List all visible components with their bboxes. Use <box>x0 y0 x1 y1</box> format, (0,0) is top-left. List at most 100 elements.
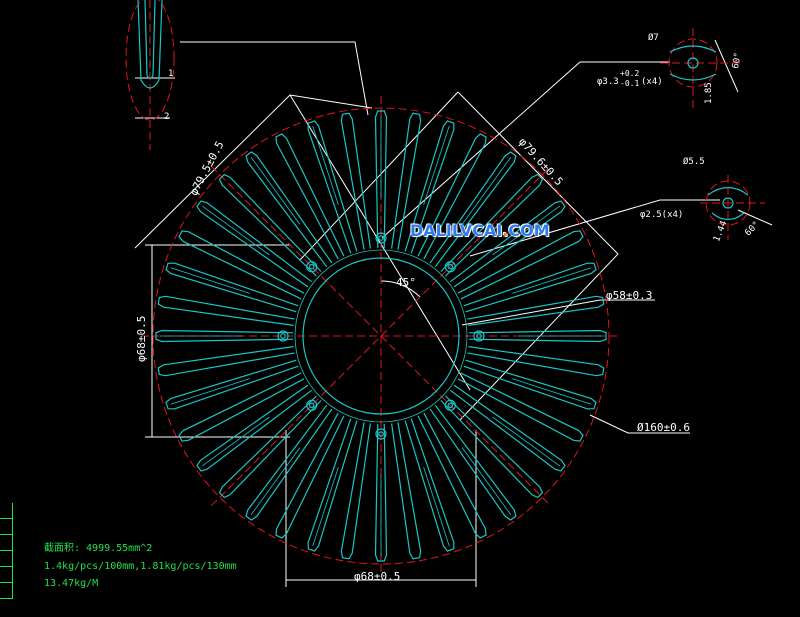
screw-hole-core-6 <box>280 333 286 339</box>
screw-hole-3 <box>444 399 456 411</box>
note-weight-per-meter: 13.47kg/M <box>44 578 99 589</box>
dim-phi68-vertical: φ68±0.5 <box>135 315 148 362</box>
centerlines <box>125 0 765 576</box>
detail-tr-hole-shape <box>669 45 717 81</box>
detail-r-hole: φ2.5(x4) <box>640 210 684 220</box>
note-section-area: 截面积: 4999.55mm^2 <box>44 543 153 554</box>
detail-tr-count: (x4) <box>641 77 663 87</box>
fin-32 <box>404 120 455 254</box>
watermark-text: DALILVCAI <box>410 221 503 240</box>
fin-38 <box>463 262 597 313</box>
fin-14 <box>245 404 333 521</box>
fin-0 <box>468 329 607 343</box>
watermark-logo: DALILVCAI.COM <box>410 221 550 240</box>
fin-split-8 <box>423 467 450 547</box>
fin-1 <box>467 346 605 377</box>
dim-arc-45 <box>380 280 421 298</box>
fin-26 <box>245 151 333 268</box>
fin-25 <box>218 173 322 277</box>
fin-split-12 <box>312 467 339 547</box>
detail-tr-hole: φ3.3 <box>597 77 619 87</box>
screw-hole-0 <box>375 232 387 244</box>
fin-29 <box>340 112 371 250</box>
dimension-lines <box>134 39 773 587</box>
detail-tr-dim-60 <box>714 39 739 93</box>
fin-split-6 <box>461 447 512 516</box>
fin-9 <box>391 422 422 560</box>
screw-hole-5 <box>306 399 318 411</box>
fin-6 <box>429 404 517 521</box>
detail-tr-circle <box>668 38 718 88</box>
screw-hole-1 <box>444 261 456 273</box>
note-weight-per-piece: 1.4kg/pcs/100mm,1.81kg/pcs/130mm <box>44 561 237 572</box>
dim-extension-79-6 <box>299 91 459 261</box>
fin-split-38 <box>512 267 592 294</box>
fin-35 <box>440 173 544 277</box>
fin-16 <box>196 384 313 472</box>
fin-4 <box>449 384 566 472</box>
detail-tl-ellipse <box>125 0 175 121</box>
dim-leader-160 <box>589 414 690 434</box>
detail-tl-fork-inner <box>144 0 156 80</box>
fin-24 <box>196 200 313 288</box>
screw-hole-2 <box>473 330 485 342</box>
fin-split-32 <box>423 125 450 205</box>
screw-hole-core-7 <box>308 263 315 270</box>
fin-15 <box>218 395 322 499</box>
fin-split-14 <box>250 447 301 516</box>
diagonal-centerline-2 <box>210 165 552 507</box>
layer-legend <box>0 503 13 599</box>
fin-36 <box>449 200 566 288</box>
screw-hole-core-5 <box>308 402 315 409</box>
fin-11 <box>340 422 371 560</box>
fin-split-4 <box>492 416 561 467</box>
detail-tl-fork <box>137 0 163 89</box>
screw-hole-core-1 <box>447 263 454 270</box>
fin-31 <box>391 112 422 250</box>
fin-39 <box>467 295 605 326</box>
fin-split-16 <box>201 416 270 467</box>
watermark-suffix: COM <box>508 221 550 240</box>
detail-tr-1-85: 1.85 <box>704 82 714 104</box>
inner-ring-circle <box>294 249 468 423</box>
detail-tr-tol-lower: -0.1 <box>620 79 640 88</box>
fin-20 <box>155 329 294 343</box>
fin-3 <box>457 372 584 442</box>
fin-10 <box>374 423 388 562</box>
fin-27 <box>275 133 345 260</box>
detail-r-dim-60 <box>737 209 773 226</box>
fin-28 <box>307 120 358 254</box>
fin-23 <box>178 230 305 300</box>
fin-5 <box>440 395 544 499</box>
fin-split-2 <box>512 378 592 405</box>
fin-34 <box>429 151 517 268</box>
fin-2 <box>463 359 597 410</box>
screw-hole-6 <box>277 330 289 342</box>
detail-r-hole-shape <box>707 186 749 221</box>
screw-hole-core-3 <box>447 402 454 409</box>
fin-18 <box>165 359 299 410</box>
leader-detail-top-left <box>180 41 369 116</box>
screw-hole-core-2 <box>476 333 482 339</box>
fin-split-24 <box>201 205 270 256</box>
dim-phi68-bottom: φ68±0.5 <box>354 570 401 583</box>
fin-split-26 <box>250 156 301 225</box>
fin-33 <box>417 133 487 260</box>
fin-split-28 <box>312 125 339 205</box>
fin-7 <box>417 412 487 539</box>
fin-split-36 <box>492 205 561 256</box>
heatsink-fins <box>155 110 607 562</box>
fin-37 <box>457 230 584 300</box>
detail-tl-dim-2: 2 <box>164 112 170 122</box>
leader-detail-right <box>469 199 720 257</box>
detail-tr-tol-upper: +0.2 <box>620 69 640 78</box>
watermark-dot: . <box>502 221 509 240</box>
detail-r-r5-5: Ø5.5 <box>683 157 705 167</box>
fin-split-18 <box>170 378 250 405</box>
fin-split-22 <box>170 267 250 294</box>
fin-22 <box>165 262 299 313</box>
fin-19 <box>157 346 295 377</box>
fin-30 <box>374 110 388 249</box>
fin-12 <box>307 418 358 552</box>
